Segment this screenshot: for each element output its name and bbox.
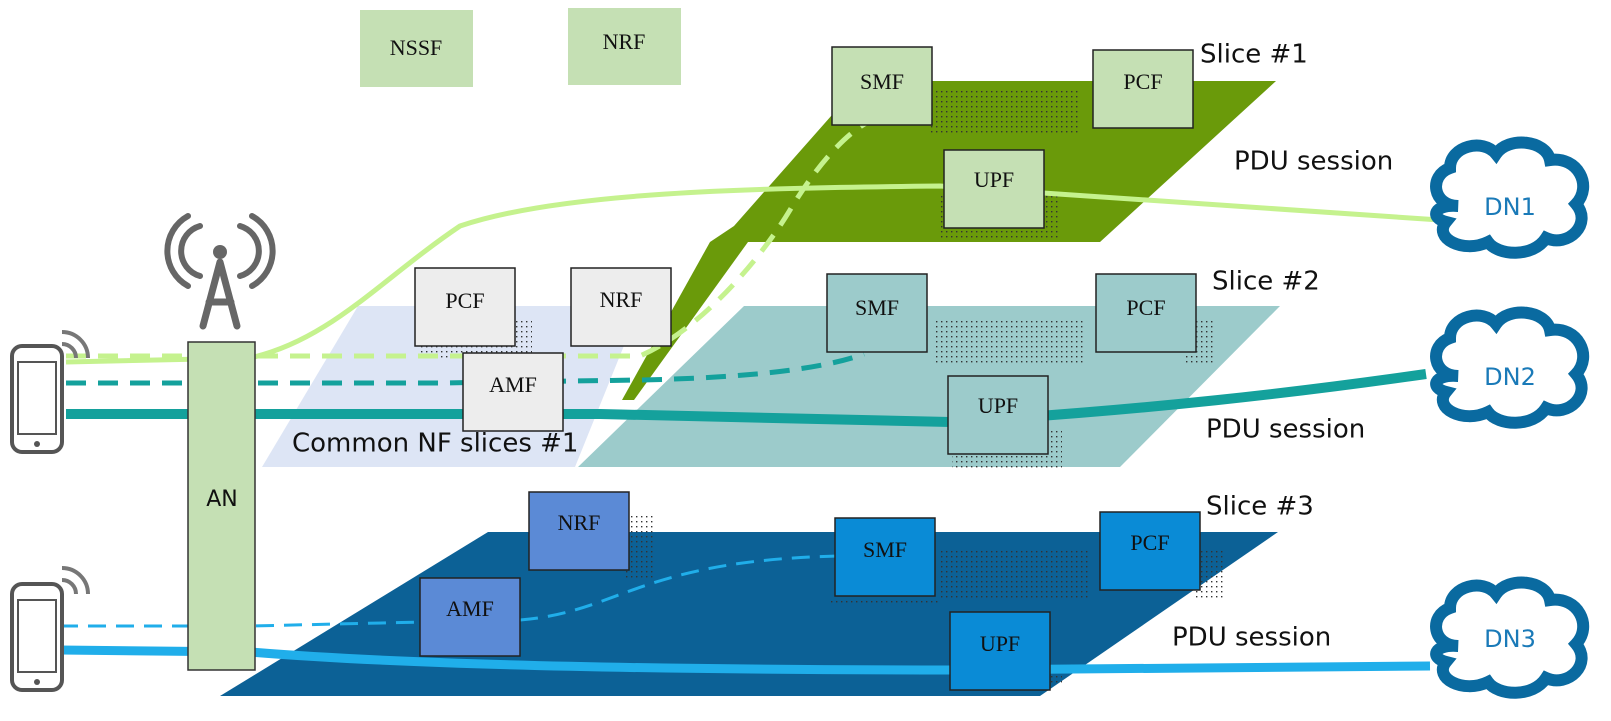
slice2-smf-box[interactable]: SMF — [826, 273, 928, 353]
slice1-plane-funnel — [622, 242, 748, 400]
slice2-upf-box[interactable]: UPF — [947, 375, 1049, 455]
slice2-pcf-label: PCF — [1126, 295, 1165, 320]
cloud-icon[interactable]: DN2 — [1436, 313, 1583, 423]
slice3-pdu-session-line — [59, 645, 1431, 675]
slice1-pdu-session-label: PDU session — [1234, 147, 1393, 177]
slice2-label: Slice #2 — [1212, 267, 1320, 297]
common-pcf-label: PCF — [445, 288, 484, 313]
cloud-icon[interactable]: DN3 — [1436, 583, 1583, 693]
dn1-label: DN1 — [1484, 193, 1536, 221]
slice2-upf-label: UPF — [978, 393, 1018, 418]
top-nrf-box[interactable]: NRF — [568, 8, 681, 85]
common-amf-box[interactable]: AMF — [462, 352, 564, 432]
cloud-icon[interactable]: DN1 — [1436, 143, 1583, 253]
slice1-pcf-box[interactable]: PCF — [1092, 49, 1194, 129]
dn2-label: DN2 — [1484, 363, 1536, 391]
slice2-signaling-line — [66, 351, 865, 386]
slice3-nrf-box[interactable]: NRF — [528, 491, 630, 571]
slice3-pcf-box[interactable]: PCF — [1099, 511, 1201, 591]
slice1-upf-label: UPF — [974, 167, 1014, 192]
cell-tower-icon — [164, 213, 276, 330]
slice1-upf-box[interactable]: UPF — [943, 149, 1045, 229]
slice3-smf-label: SMF — [863, 537, 907, 562]
dn3-label: DN3 — [1484, 625, 1536, 653]
slice3-label: Slice #3 — [1206, 492, 1314, 522]
smartphone-icon[interactable] — [10, 330, 90, 454]
slice3-amf-label: AMF — [446, 596, 494, 621]
slice2-pcf-box[interactable]: PCF — [1095, 273, 1197, 353]
slice1-smf-label: SMF — [860, 69, 904, 94]
slice3-nrf-label: NRF — [558, 510, 601, 535]
slice2-smf-label: SMF — [855, 295, 899, 320]
slice1-smf-box[interactable]: SMF — [831, 46, 933, 126]
common-nrf-label: NRF — [600, 287, 643, 312]
common-nrf-box[interactable]: NRF — [570, 267, 672, 347]
common-slice-label: Common NF slices #1 — [292, 429, 578, 459]
slice2-pdu-session-label: PDU session — [1206, 415, 1365, 445]
slice3-pcf-label: PCF — [1130, 530, 1169, 555]
slice3-signaling-line — [60, 554, 841, 628]
nssf-box[interactable]: NSSF — [360, 10, 473, 87]
slice3-amf-box[interactable]: AMF — [419, 577, 521, 657]
slice3-pdu-session-label: PDU session — [1172, 623, 1331, 653]
access-node[interactable]: AN — [187, 341, 256, 671]
slice3-smf-box[interactable]: SMF — [834, 517, 936, 597]
slice1-label: Slice #1 — [1200, 40, 1308, 70]
slice3-upf-label: UPF — [980, 631, 1020, 656]
slice1-pcf-label: PCF — [1123, 69, 1162, 94]
smartphone-icon[interactable] — [10, 566, 90, 692]
access-node-label: AN — [206, 487, 238, 512]
common-pcf-box[interactable]: PCF — [414, 267, 516, 347]
top-nrf-label: NRF — [603, 29, 646, 54]
common-amf-label: AMF — [489, 372, 537, 397]
slice3-upf-box[interactable]: UPF — [949, 611, 1051, 691]
nssf-label: NSSF — [390, 35, 443, 60]
